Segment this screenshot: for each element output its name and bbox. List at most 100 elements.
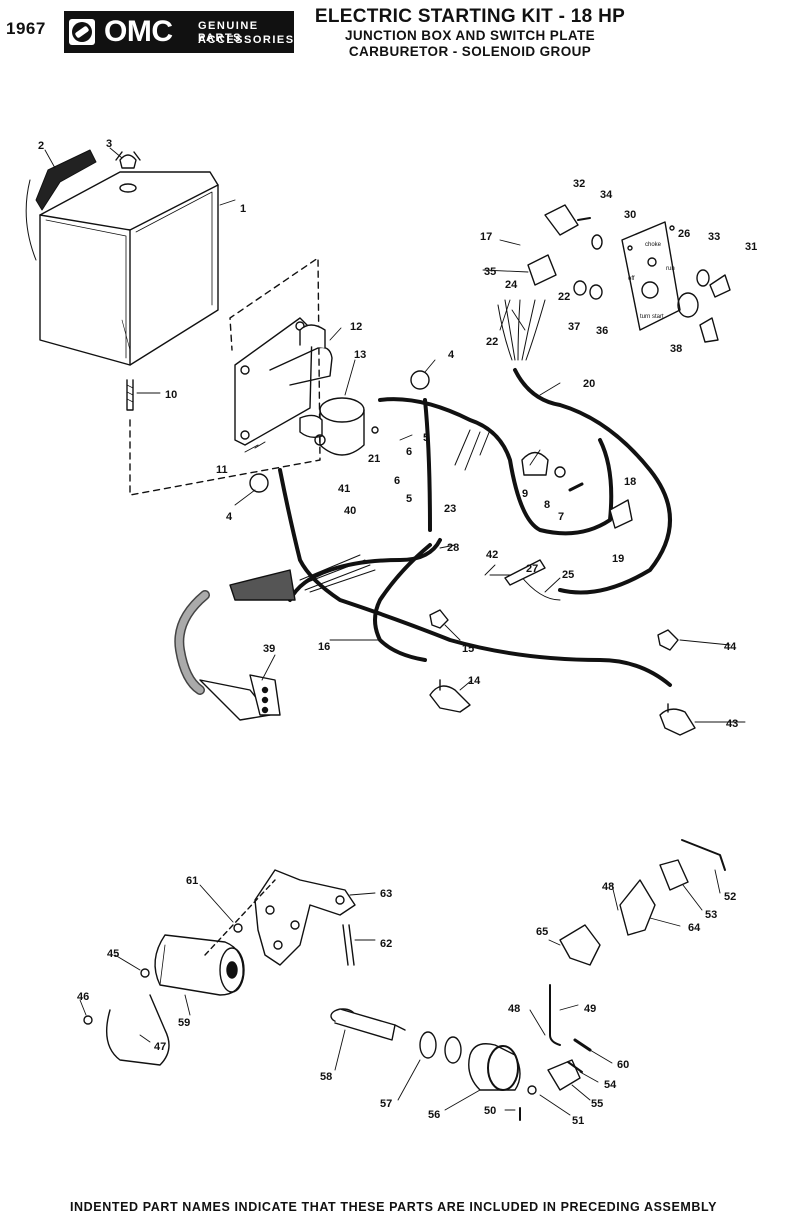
screw-46 <box>83 1015 93 1025</box>
omc-brand-logo: OMC GENUINE PARTS ACCESSORIES <box>64 11 294 53</box>
part-label: 46 <box>77 991 89 1003</box>
year-label: 1967 <box>6 19 46 38</box>
junction-box-cover <box>39 171 219 366</box>
screw-54 <box>567 1061 583 1073</box>
plunger <box>330 1008 406 1041</box>
gasket-part <box>35 149 97 211</box>
screw-60 <box>573 1038 592 1052</box>
washer-51 <box>527 1085 537 1095</box>
part-label: 11 <box>216 464 228 476</box>
part-label: 28 <box>447 542 459 554</box>
stud-part <box>126 379 134 411</box>
part-label: 12 <box>350 321 362 333</box>
part-label: 54 <box>604 1079 617 1091</box>
part-label: 23 <box>444 503 456 515</box>
plate-off-label: off <box>628 276 635 282</box>
solenoid-cover <box>468 1043 521 1091</box>
part-label: 42 <box>486 549 498 561</box>
nut-45 <box>140 968 150 978</box>
part-label: 3 <box>106 138 112 150</box>
part-label: 65 <box>536 926 548 938</box>
lever-64 <box>619 879 656 936</box>
part-label: 5 <box>423 432 429 444</box>
part-label: 57 <box>380 1098 392 1110</box>
part-label: 52 <box>724 891 736 903</box>
part-label: 44 <box>724 641 737 653</box>
omc-emblem-icon <box>69 19 95 45</box>
solenoid-bracket <box>254 869 356 966</box>
part-label: 2 <box>38 140 44 152</box>
page-title: ELECTRIC STARTING KIT - 18 HP JUNCTION B… <box>300 6 640 60</box>
key-part <box>709 274 731 298</box>
part-label: 32 <box>573 178 585 190</box>
part-label: 19 <box>612 553 624 565</box>
brand-subtitle-line2: ACCESSORIES <box>198 34 295 46</box>
part-label: 13 <box>354 349 366 361</box>
carb-solenoid <box>154 934 245 996</box>
spring-57-b <box>444 1036 462 1064</box>
part-label: 24 <box>505 279 518 291</box>
part-label: 55 <box>591 1098 603 1110</box>
battery-terminal-14 <box>429 679 471 713</box>
part-label: 33 <box>708 231 720 243</box>
part-label: 4 <box>448 349 455 361</box>
clamp-47 <box>106 994 170 1066</box>
part-label: 39 <box>263 643 275 655</box>
header: 1967 OMC GENUINE PARTS ACCESSORIES ELECT… <box>0 0 787 70</box>
part-label: 8 <box>544 499 550 511</box>
leader-lines <box>44 147 746 1116</box>
part-53 <box>659 859 689 891</box>
part-label: 21 <box>368 453 380 465</box>
battery-terminal-43 <box>659 703 696 736</box>
washer-37 <box>573 280 587 296</box>
screw-7 <box>568 482 584 492</box>
part-label: 38 <box>670 343 682 355</box>
part-label: 56 <box>428 1109 440 1121</box>
plate-run-label: run <box>666 266 675 272</box>
part-label: 59 <box>178 1017 190 1029</box>
lever-65 <box>559 924 601 966</box>
part-label: 64 <box>688 922 701 934</box>
part-label: 7 <box>558 511 564 523</box>
title-line2: JUNCTION BOX AND SWITCH PLATE <box>344 28 596 43</box>
footer-note: INDENTED PART NAMES INDICATE THAT THESE … <box>69 1200 718 1214</box>
part-label: 62 <box>380 938 392 950</box>
part-label: 49 <box>584 1003 596 1015</box>
wing-nut-44 <box>657 629 679 651</box>
part-label: 34 <box>600 189 613 201</box>
part-label: 1 <box>240 203 246 215</box>
bracket-55 <box>547 1059 581 1091</box>
nut-4-top <box>410 370 430 390</box>
part-label: 14 <box>468 675 481 687</box>
washer-34 <box>591 234 603 250</box>
part-label: 50 <box>484 1105 496 1117</box>
part-label: 9 <box>522 488 528 500</box>
part-label: 43 <box>726 718 738 730</box>
part-label: 25 <box>562 569 574 581</box>
mounting-bracket <box>234 317 333 449</box>
part-label: 63 <box>380 888 392 900</box>
part-label: 40 <box>344 505 356 517</box>
plate-choke-label: choke <box>645 242 662 248</box>
part-label: 10 <box>165 389 177 401</box>
part-label: 6 <box>406 446 412 458</box>
part-label: 53 <box>705 909 717 921</box>
clamp-part <box>521 451 549 476</box>
title-line3: CARBURETOR - SOLENOID GROUP <box>348 44 592 59</box>
main-cable <box>174 569 296 721</box>
part-label: 5 <box>406 493 412 505</box>
wire-harness <box>278 368 672 687</box>
part-label: 45 <box>107 948 119 960</box>
part-label: 36 <box>596 325 608 337</box>
switch-plate <box>621 221 681 331</box>
screw-62 <box>342 924 355 966</box>
part-label: 26 <box>678 228 690 240</box>
washer-36 <box>589 284 603 300</box>
solenoid-part <box>299 397 379 456</box>
part-label: 37 <box>568 321 580 333</box>
thin-wires <box>299 299 561 601</box>
clip-part <box>609 499 633 529</box>
nut-61 <box>233 923 243 933</box>
part-label: 47 <box>154 1041 166 1053</box>
part-label: 20 <box>583 378 595 390</box>
